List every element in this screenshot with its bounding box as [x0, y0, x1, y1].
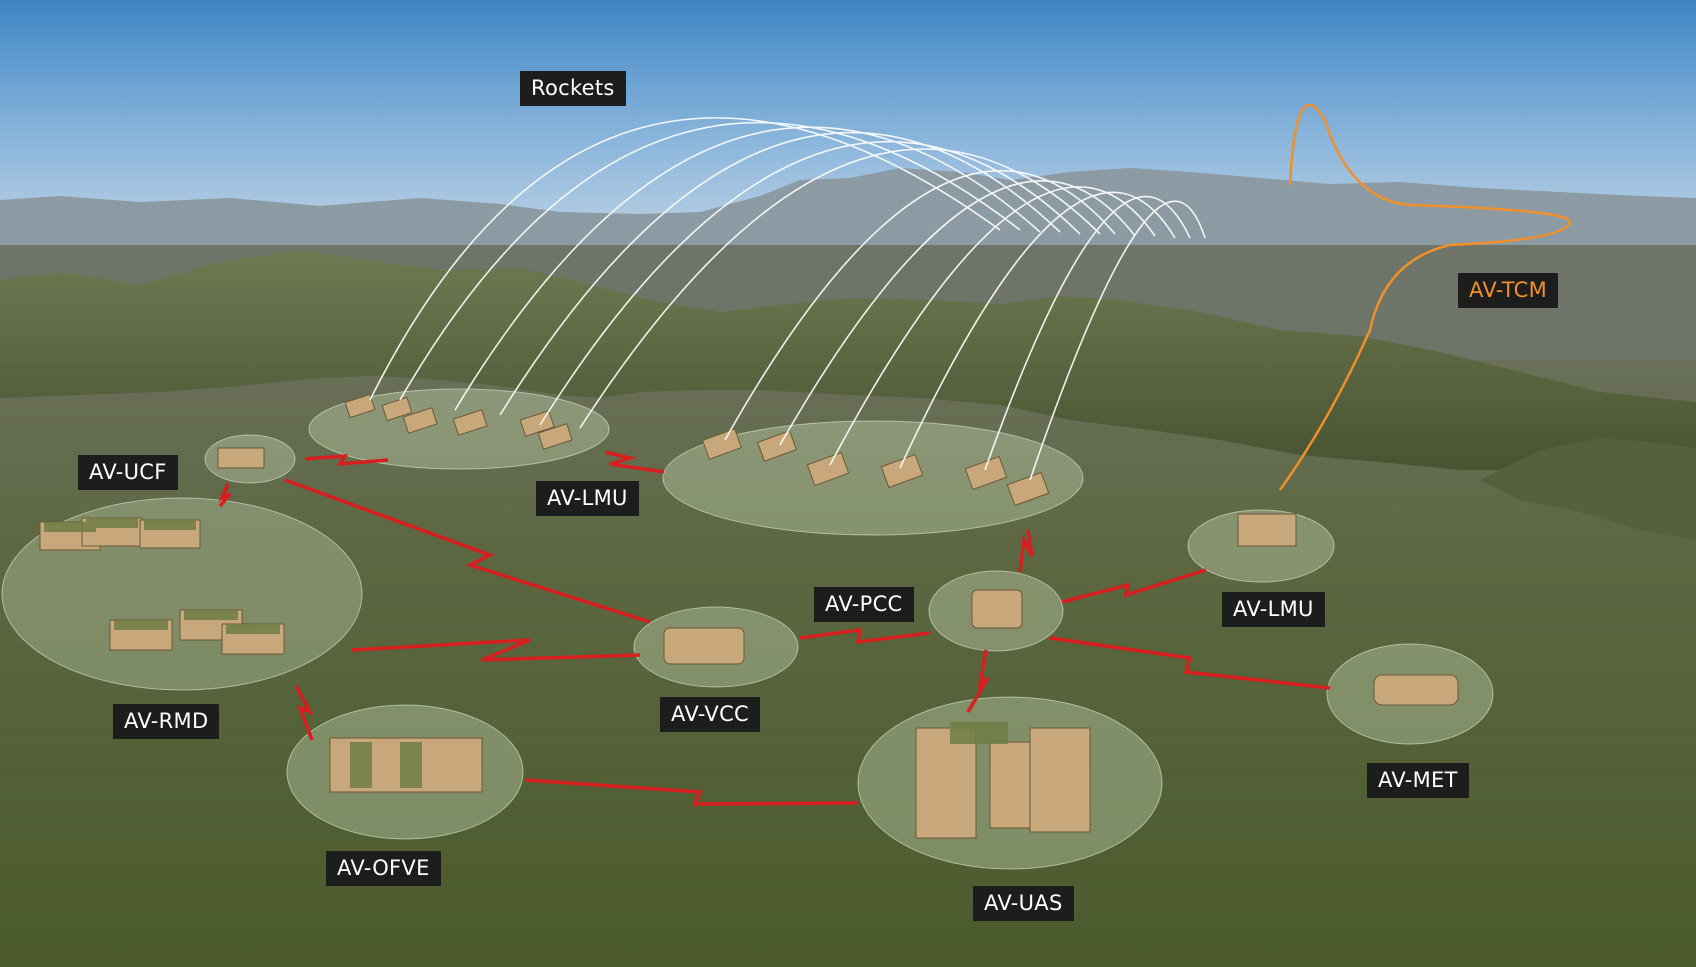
rocky-hills [0, 250, 1696, 520]
label-av-lmu-main: AV-LMU [536, 481, 639, 516]
label-av-pcc: AV-PCC [814, 587, 914, 622]
label-av-tcm: AV-TCM [1458, 273, 1558, 308]
foreground-rocks [1480, 438, 1696, 540]
communication-links [218, 450, 1331, 806]
label-rockets: Rockets [520, 71, 626, 106]
label-av-ucf: AV-UCF [78, 455, 178, 490]
rocket-trajectories [369, 117, 1206, 481]
label-av-lmu-right: AV-LMU [1222, 592, 1325, 627]
tcm-flight-path [1278, 103, 1572, 491]
label-av-ofve: AV-OFVE [326, 851, 441, 886]
label-av-uas: AV-UAS [973, 886, 1074, 921]
vehicle-camo [44, 518, 1008, 788]
label-av-met: AV-MET [1367, 763, 1469, 798]
label-av-vcc: AV-VCC [660, 697, 760, 732]
label-av-rmd: AV-RMD [113, 704, 220, 739]
distant-mountains [0, 168, 1696, 270]
